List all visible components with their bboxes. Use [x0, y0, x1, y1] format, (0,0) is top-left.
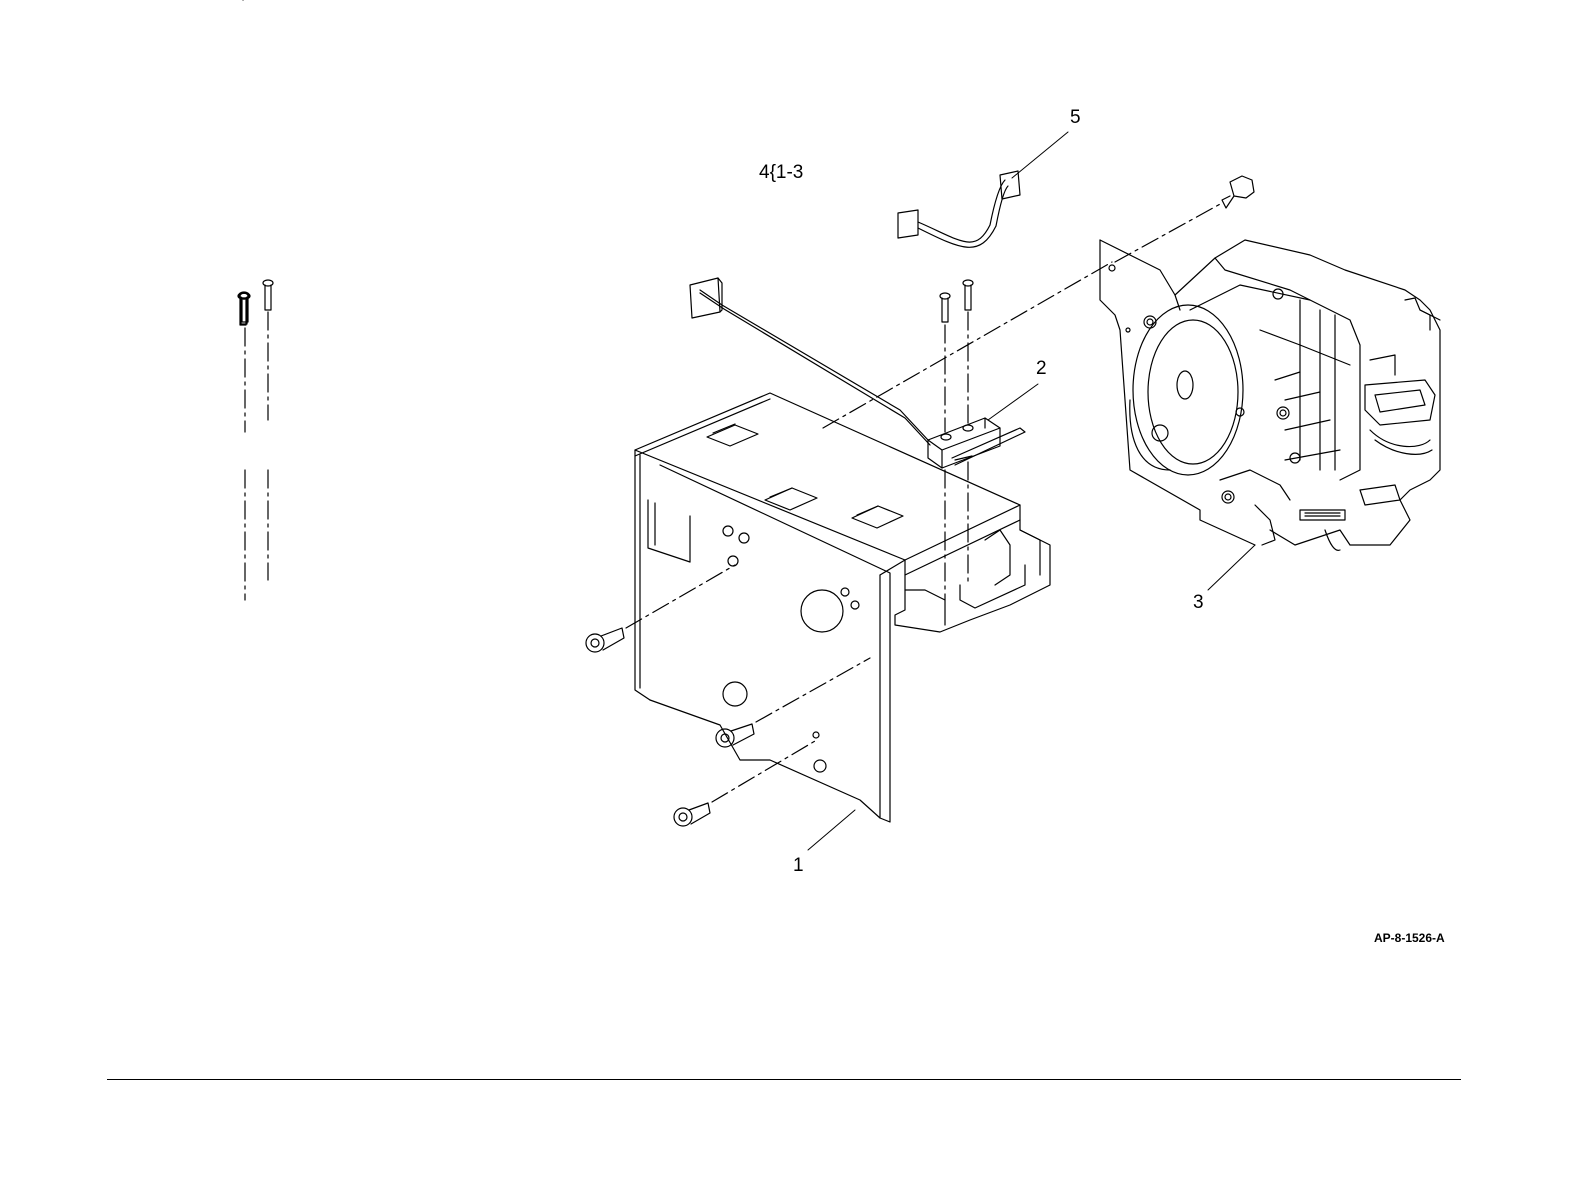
leader-lines	[808, 132, 1255, 850]
figure-id-label: AP-8-1526-A	[1374, 931, 1445, 945]
motor-assembly-part-3	[1100, 240, 1440, 550]
front-plate-screws	[586, 628, 754, 826]
callout-part-2: 2	[1036, 359, 1047, 378]
sensor-part-2	[690, 278, 1025, 468]
callout-part-4: 4{1-3	[759, 163, 803, 182]
screw-top-assembly	[1222, 176, 1254, 208]
callout-part-1: 1	[793, 856, 804, 875]
footer-rule	[107, 1079, 1461, 1080]
bracket-part-1	[635, 393, 1050, 822]
harness-part-5	[898, 171, 1020, 247]
callout-part-3: 3	[1193, 593, 1204, 612]
callout-part-5: 5	[1070, 108, 1081, 127]
